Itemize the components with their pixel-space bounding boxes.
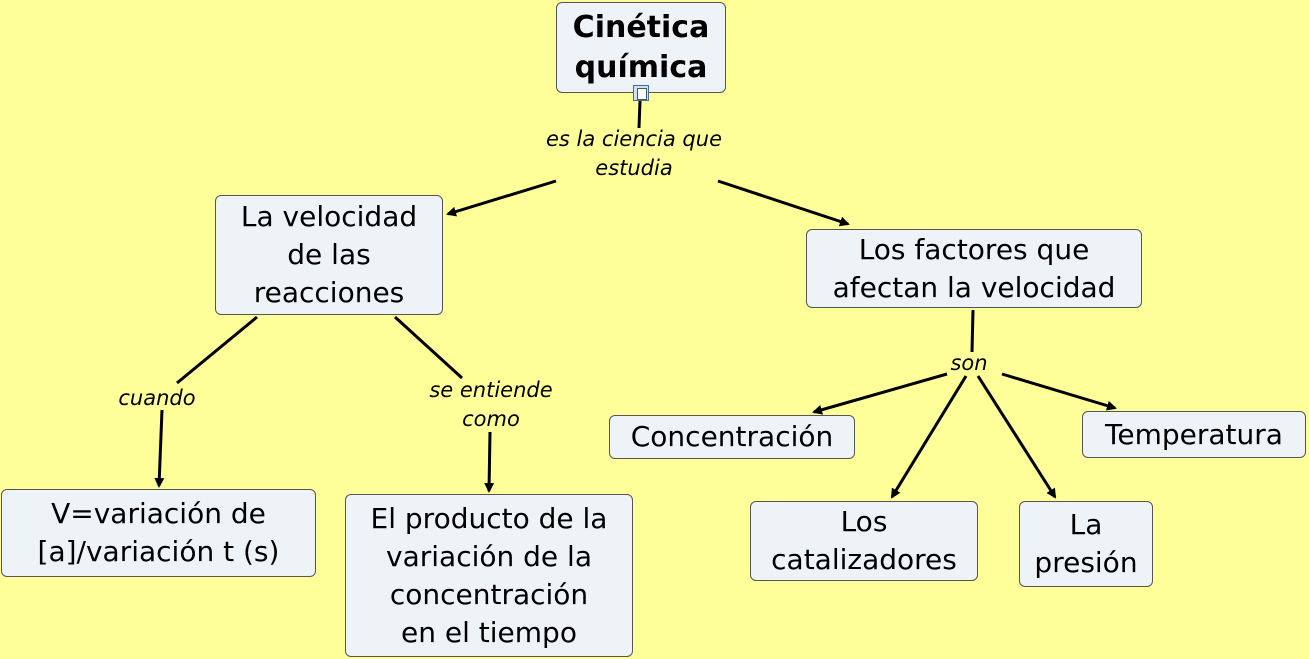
edge-label-to-factores <box>717 179 850 227</box>
node-temperatura[interactable]: Temperatura <box>1082 411 1306 458</box>
node-cinetica-quimica[interactable]: Cinética química <box>556 2 726 93</box>
node-presion[interactable]: La presión <box>1019 501 1153 587</box>
edge-velocidad-to-cuando <box>176 315 258 385</box>
edge-cuando-to-formula <box>154 409 165 488</box>
edge-son-to-temperatura <box>1001 372 1117 411</box>
link-label-es-la-ciencia: es la ciencia que estudia <box>545 127 722 180</box>
edge-label-to-velocidad <box>446 179 557 217</box>
edge-velocidad-to-entiende <box>393 315 464 380</box>
edge-factores-to-son <box>970 309 975 353</box>
edge-son-to-catalizadores <box>890 375 968 499</box>
node-formula-velocidad[interactable]: V=variación de [a]/variación t (s) <box>1 489 316 577</box>
edge-son-to-concentracion <box>812 372 948 415</box>
node-la-velocidad[interactable]: La velocidad de las reacciones <box>215 195 443 315</box>
node-concentracion[interactable]: Concentración <box>609 415 855 459</box>
edge-root-to-label <box>637 100 642 129</box>
edge-entiende-to-producto <box>484 431 495 493</box>
link-label-son: son <box>950 351 988 375</box>
document-icon[interactable] <box>633 85 649 101</box>
edge-son-to-presion <box>976 375 1057 499</box>
node-producto-variacion[interactable]: El producto de la variación de la concen… <box>345 494 633 657</box>
node-los-factores[interactable]: Los factores que afectan la velocidad <box>806 229 1142 308</box>
link-label-se-entiende-como: se entiende como <box>429 378 553 431</box>
link-label-cuando: cuando <box>118 386 196 410</box>
node-catalizadores[interactable]: Los catalizadores <box>750 501 978 581</box>
